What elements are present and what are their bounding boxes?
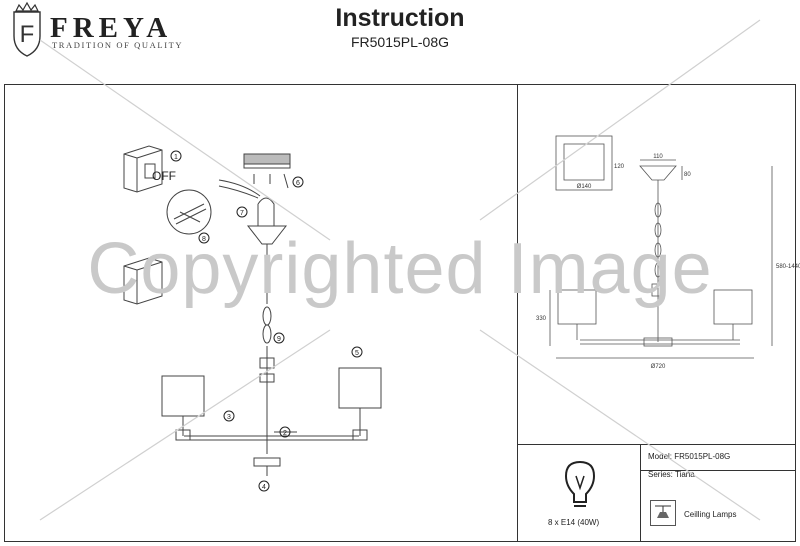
dim-canopy-height: 80: [684, 172, 691, 178]
model-code: FR5015PL-08G: [350, 34, 450, 50]
bulb-icon: [564, 460, 596, 507]
page-title: Instruction: [335, 4, 465, 32]
step-9: 9: [277, 336, 281, 343]
shade-right: [338, 367, 382, 409]
lamp-type: Ceilling Lamps: [684, 510, 737, 519]
step-7: 7: [240, 210, 244, 217]
dim-arm-height: 330: [536, 316, 547, 322]
monogram: F: [20, 21, 35, 48]
dim-canopy-width: 110: [653, 154, 663, 160]
step-2: 2: [283, 430, 287, 437]
lamp-spec: 8 x E14 (40W): [548, 518, 600, 527]
ceiling-lamp-icon: [655, 505, 671, 518]
model-info: Model: FR5015PL-08G: [648, 452, 731, 461]
brand-logo: F: [6, 1, 48, 58]
off-label: OFF: [152, 169, 176, 183]
step-1: 1: [174, 154, 178, 161]
step-6: 6: [296, 180, 300, 187]
step-3: 3: [227, 414, 231, 421]
divider-vertical: [517, 84, 518, 542]
brand-tagline: TRADITION OF QUALITY: [52, 40, 184, 50]
step-5: 5: [355, 350, 359, 357]
crest-icon: F: [13, 1, 41, 57]
dim-total-height: 580-1440: [776, 264, 800, 270]
ceiling-lamp-icon-box: [650, 500, 676, 526]
instruction-frame: [4, 84, 796, 542]
series-info: Series: Tiana: [648, 470, 695, 479]
divider-info: [640, 444, 641, 542]
ceiling-block: [243, 153, 291, 189]
canopy-side: [639, 165, 677, 181]
watermark-text: Copyrighted Image: [87, 229, 713, 309]
dim-span: Ø720: [651, 364, 666, 370]
step-4: 4: [262, 484, 266, 491]
dim-canopy-diameter: Ø140: [577, 184, 592, 190]
bulb-icon-box: [560, 458, 600, 514]
dim-canopy-side: 120: [614, 164, 625, 170]
shade-left: [161, 375, 205, 417]
switch-box-on: [123, 257, 163, 305]
assembly-diagram: 1 2 3 4 5 6 7 8 9 OFF: [123, 145, 382, 492]
brand-name: FREYA: [50, 12, 173, 44]
divider-horizontal: [517, 444, 796, 445]
